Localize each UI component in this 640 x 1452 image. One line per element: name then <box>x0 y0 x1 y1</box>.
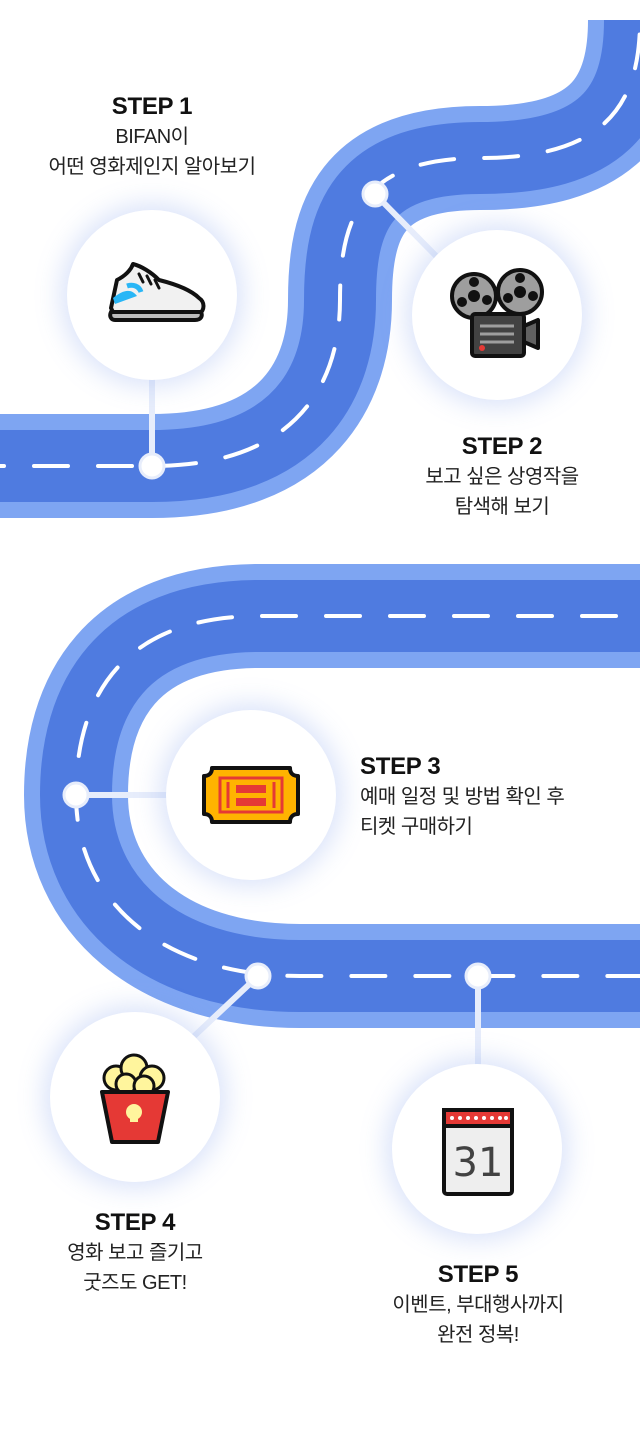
step-desc-line-1: 보고 싶은 상영작을 <box>425 466 579 488</box>
step-desc-line-2: 어떤 영화제인지 알아보기 <box>48 156 256 178</box>
connector-dots <box>62 180 492 990</box>
step-title: STEP 4 <box>94 1209 176 1236</box>
step-desc-line-1: 영화 보고 즐기고 <box>67 1242 203 1264</box>
road-segment-top <box>0 18 640 518</box>
calendar-icon: 31 <box>442 1108 514 1196</box>
step-title: STEP 2 <box>461 433 543 460</box>
step-desc-line-2: 완전 정복! <box>437 1324 519 1346</box>
connector-lines <box>73 191 481 1067</box>
step-desc-line-1: BIFAN이 <box>115 126 189 148</box>
step-5-text: STEP 5 이벤트, 부대행사까지 완전 정복! <box>360 1260 596 1350</box>
ticket-icon <box>202 766 300 824</box>
step-5-bubble: 31 <box>392 1064 562 1234</box>
popcorn-icon <box>100 1053 170 1144</box>
step-1-bubble <box>67 210 237 380</box>
step-title: STEP 5 <box>437 1261 519 1288</box>
step-2-text: STEP 2 보고 싶은 상영작을 탐색해 보기 <box>380 432 624 522</box>
film-projector-icon <box>450 268 544 358</box>
calendar-day: 31 <box>453 1140 504 1186</box>
step-desc-line-1: 이벤트, 부대행사까지 <box>392 1294 564 1316</box>
step-desc-line-1: 예매 일정 및 방법 확인 후 <box>360 786 565 808</box>
step-desc-line-2: 탐색해 보기 <box>454 496 550 518</box>
step-title: STEP 3 <box>360 753 441 780</box>
step-3-text: STEP 3 예매 일정 및 방법 확인 후 티켓 구매하기 <box>360 752 620 842</box>
step-desc-line-2: 굿즈도 GET! <box>83 1272 187 1294</box>
step-3-bubble <box>166 710 336 880</box>
step-2-bubble <box>412 230 582 400</box>
step-title: STEP 1 <box>111 93 193 120</box>
step-4-text: STEP 4 영화 보고 즐기고 굿즈도 GET! <box>30 1208 240 1298</box>
step-1-text: STEP 1 BIFAN이 어떤 영화제인지 알아보기 <box>20 92 284 182</box>
step-desc-line-2: 티켓 구매하기 <box>360 816 473 838</box>
sneaker-icon <box>108 262 206 322</box>
step-4-bubble <box>50 1012 220 1182</box>
